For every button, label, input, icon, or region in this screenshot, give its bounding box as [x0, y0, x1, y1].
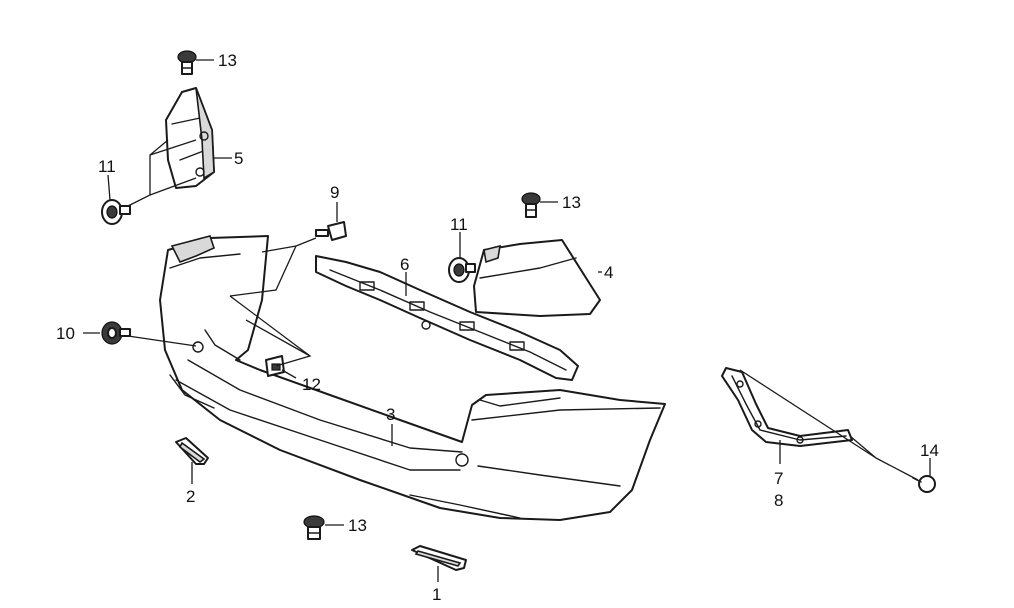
callout-13-right: 13 [562, 193, 581, 212]
callout-11-right: 11 [450, 215, 468, 234]
callout-13-top: 13 [218, 51, 237, 70]
push-clip [265, 355, 285, 377]
callout-2: 2 [186, 487, 195, 506]
grommet-left [101, 199, 131, 225]
side-trim-panel [473, 239, 601, 317]
callout-8: 8 [774, 491, 783, 510]
clip-fastener-top [177, 50, 197, 75]
callout-13-bottom: 13 [348, 516, 367, 535]
side-reflector [175, 437, 209, 465]
callout-10: 10 [56, 324, 75, 343]
lower-reflector [411, 545, 467, 571]
leader-lines [83, 59, 931, 582]
callout-11-left: 11 [98, 157, 116, 176]
rear-bumper-face [159, 235, 666, 521]
callout-9: 9 [330, 183, 339, 202]
bumper-beam [315, 255, 579, 381]
screw-small [912, 475, 936, 493]
nut-fastener [101, 321, 131, 345]
side-bracket [165, 87, 215, 189]
callout-6: 6 [400, 255, 409, 274]
callout-4: 4 [604, 263, 613, 282]
clip-fastener-bottom [303, 515, 325, 540]
callout-5: 5 [234, 149, 243, 168]
callout-3: 3 [386, 405, 395, 424]
callout-14: 14 [920, 441, 939, 460]
callout-7: 7 [774, 469, 783, 488]
callout-1: 1 [432, 585, 441, 604]
callout-12: 12 [302, 375, 321, 394]
screw-fastener [315, 221, 347, 241]
clip-fastener-right [521, 192, 541, 218]
retainer-bracket [721, 367, 853, 447]
grommet-right [448, 257, 476, 283]
